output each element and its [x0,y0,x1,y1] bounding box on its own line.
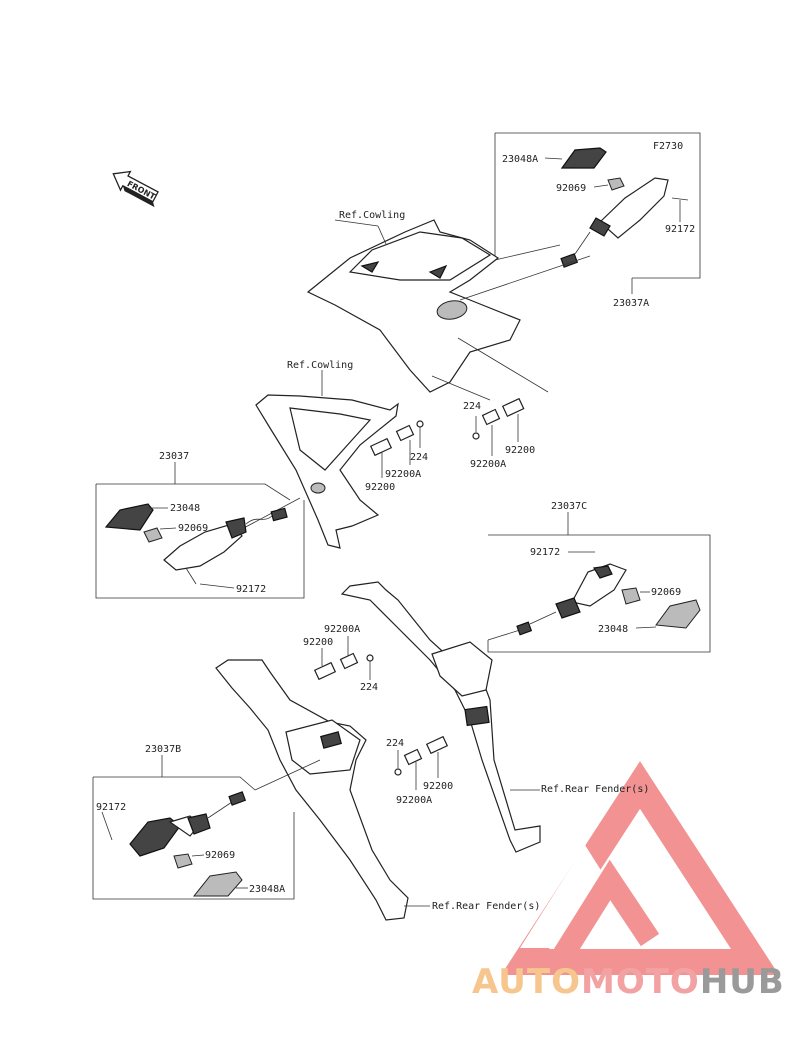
group-rear-right: 23037C 92172 92069 23048 [487,501,711,653]
ref-rear-fender-right: Ref.Rear Fender(s) [541,784,649,795]
fasteners-bottom-right: 224 92200 92200A [386,735,453,806]
bulb-icon [173,853,193,869]
ref-cowling-top: Ref.Cowling [339,210,405,221]
label-assembly: 23037 [159,451,189,462]
lens-icon [560,147,607,169]
group-rear-left: 23037B 92172 92069 23048A [92,744,321,900]
label-plate-a: 92200A [385,469,421,480]
ref-rear-fender-left: Ref.Rear Fender(s) [432,901,540,912]
label-lens: 23048A [249,884,285,895]
turn-signal-housing [163,523,243,571]
bulb-icon [143,527,163,543]
label-screw: 92172 [96,802,126,813]
group-front-right: 23048A 92069 92172 23037A [494,132,701,309]
bulb-icon [621,587,641,605]
label-plate: 92200 [365,482,395,493]
turn-signal-housing [599,177,669,239]
label-assembly: 23037C [551,501,587,512]
label-plate-a: 92200A [396,795,432,806]
label-screw: 92172 [236,584,266,595]
fasteners-bottom-left: 92200A 92200 224 [303,624,378,693]
watermark-part-3: HUB [699,962,785,1002]
watermark-part-2: MOTO [580,962,700,1002]
label-lens: 23048 [170,503,200,514]
turn-signal-housing [571,563,627,607]
watermark-part-1: AUTO [472,962,581,1002]
rear-fender-right: Ref.Rear Fender(s) [340,581,649,853]
label-screw: 92172 [665,224,695,235]
fasteners-top-right: 224 92200 92200A [463,397,535,470]
label-bulb: 92069 [205,850,235,861]
front-arrow-icon: FRONT [112,170,159,208]
label-plate: 92200 [505,445,535,456]
upper-cowling: Ref.Cowling [306,210,591,401]
label-plate: 92200 [423,781,453,792]
bulb-icon [607,177,625,191]
label-rivet: 224 [360,682,378,693]
middle-cowling: Ref.Cowling [239,360,399,549]
label-lens: 23048 [598,624,628,635]
label-assembly: 23037A [613,298,649,309]
watermark-text: AUTOMOTOHUB [472,962,785,1002]
label-bulb: 92069 [556,183,586,194]
label-plate: 92200 [303,637,333,648]
label-rivet: 224 [386,738,404,749]
label-assembly: 23037B [145,744,181,755]
lens-icon [655,599,701,629]
diagram-code: F2730 [653,141,683,152]
lens-icon [104,503,154,531]
ref-cowling-mid: Ref.Cowling [287,360,353,371]
watermark-logo [501,761,779,975]
label-lens: 23048A [502,154,538,165]
lens-icon [192,871,243,897]
label-rivet: 224 [463,401,481,412]
label-screw: 92172 [530,547,560,558]
label-plate-a: 92200A [470,459,506,470]
label-bulb: 92069 [178,523,208,534]
group-front-left: 23037 23048 92069 92172 [95,451,305,599]
label-rivet: 224 [410,452,428,463]
label-bulb: 92069 [651,587,681,598]
rear-fender-left: Ref.Rear Fender(s) [215,659,540,921]
label-plate-a: 92200A [324,624,360,635]
fasteners-top-left: 224 92200A 92200 [365,420,428,493]
